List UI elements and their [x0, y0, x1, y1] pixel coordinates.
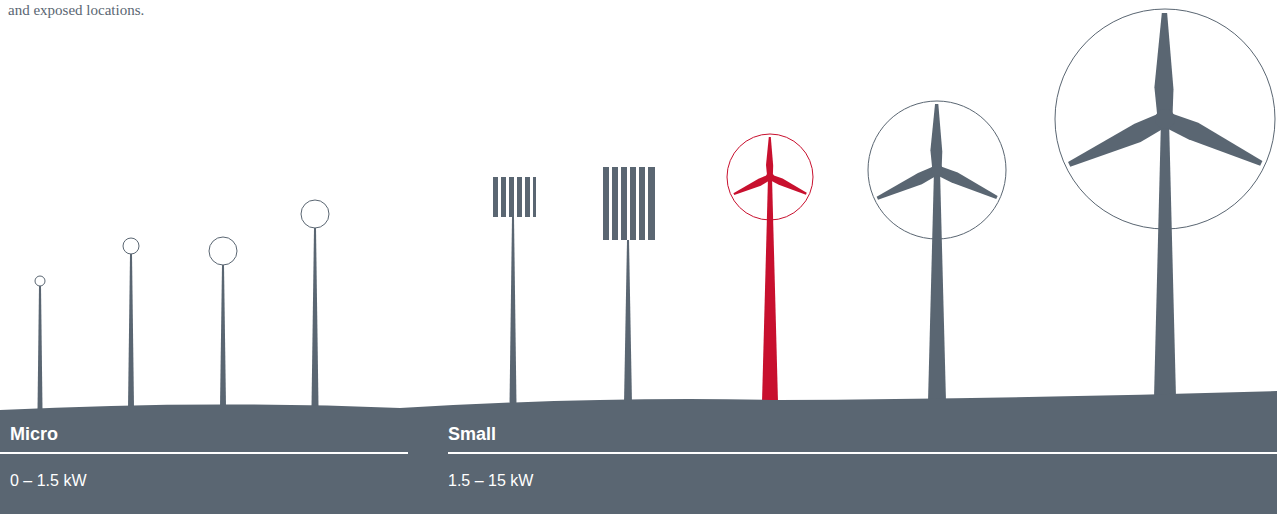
note-text: and exposed locations.	[8, 2, 144, 19]
category-heading: Micro	[10, 424, 58, 445]
power-range: 1.5 – 15 kW	[448, 472, 533, 490]
power-range: 0 – 1.5 kW	[10, 472, 86, 490]
category-heading: Small	[448, 424, 496, 445]
